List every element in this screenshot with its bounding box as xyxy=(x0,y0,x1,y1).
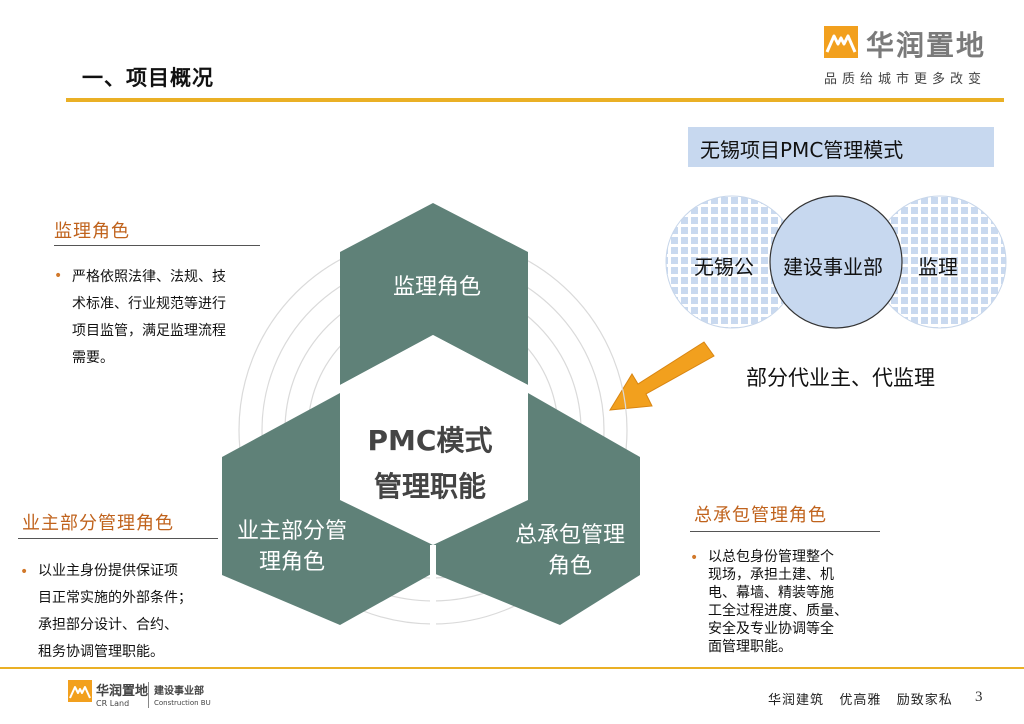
venn-circle-center xyxy=(769,195,903,329)
hex-supervision xyxy=(340,203,528,385)
supervision-rule xyxy=(54,245,260,246)
pmc-function-diagram xyxy=(222,203,640,625)
logo-mark-icon xyxy=(824,26,858,58)
hex-label-contractor: 总承包管理 角色 xyxy=(514,523,625,579)
center-label: PMC模式 管理职能 xyxy=(367,424,493,503)
owner-heading: 业主部分管理角色 xyxy=(22,513,174,534)
hex-label-supervision: 监理角色 xyxy=(392,275,481,300)
hex-center xyxy=(340,335,528,545)
footer-logo: 华润置地 CR Land 建设事业部 Construction BU xyxy=(68,680,228,716)
footer-logo-sub: CR Land xyxy=(96,699,130,708)
company-logo: 华润置地 品质给城市更多改变 xyxy=(824,24,1004,94)
contractor-rule xyxy=(690,531,880,532)
pmc-mode-title: 无锡项目PMC管理模式 xyxy=(700,138,904,162)
venn-label-center: 建设事业部 xyxy=(783,255,883,279)
bullet-icon: • xyxy=(54,268,63,284)
bullet-icon: • xyxy=(20,564,29,580)
footer-slogan: 华润建筑 优高雅 励致家私 xyxy=(768,693,953,708)
venn-label-left: 无锡公 xyxy=(694,255,754,279)
contractor-text: 以总包身份管理整个 现场，承担土建、机 电、幕墙、精装等施 工全过程进度、质量、… xyxy=(708,549,848,655)
arrow-icon xyxy=(609,341,715,411)
owner-text: 以业主身份提供保证项 目正常实施的外部条件； 承担部分设计、合约、 租务协调管理… xyxy=(38,563,192,660)
footer-logo-divider xyxy=(148,682,149,708)
footer-logo-mark-icon xyxy=(68,680,92,702)
footer-logo-name: 华润置地 xyxy=(96,684,149,699)
venn-label-right: 监理 xyxy=(918,255,958,279)
bullet-icon: • xyxy=(690,550,699,566)
logo-slogan: 品质给城市更多改变 xyxy=(824,72,987,87)
footer-unit-sub: Construction BU xyxy=(154,699,211,707)
footer-rule xyxy=(0,667,1024,669)
title-underline xyxy=(66,98,1004,102)
supervision-heading: 监理角色 xyxy=(54,221,130,242)
slide-title: 一、项目概况 xyxy=(82,66,214,90)
owner-rule xyxy=(18,538,218,539)
venn-diagram xyxy=(665,195,1007,329)
pmc-caption: 部分代业主、代监理 xyxy=(746,366,935,390)
supervision-text: 严格依照法律、法规、技 术标准、行业规范等进行 项目监管，满足监理流程 需要。 xyxy=(72,269,226,366)
logo-name: 华润置地 xyxy=(866,29,987,62)
hex-label-owner: 业主部分管 理角色 xyxy=(236,519,347,575)
page-number: 3 xyxy=(975,689,983,705)
contractor-heading: 总承包管理角色 xyxy=(694,505,827,526)
footer-unit-name: 建设事业部 xyxy=(154,686,204,697)
pmc-mode-title-box: 无锡项目PMC管理模式 xyxy=(688,127,994,167)
